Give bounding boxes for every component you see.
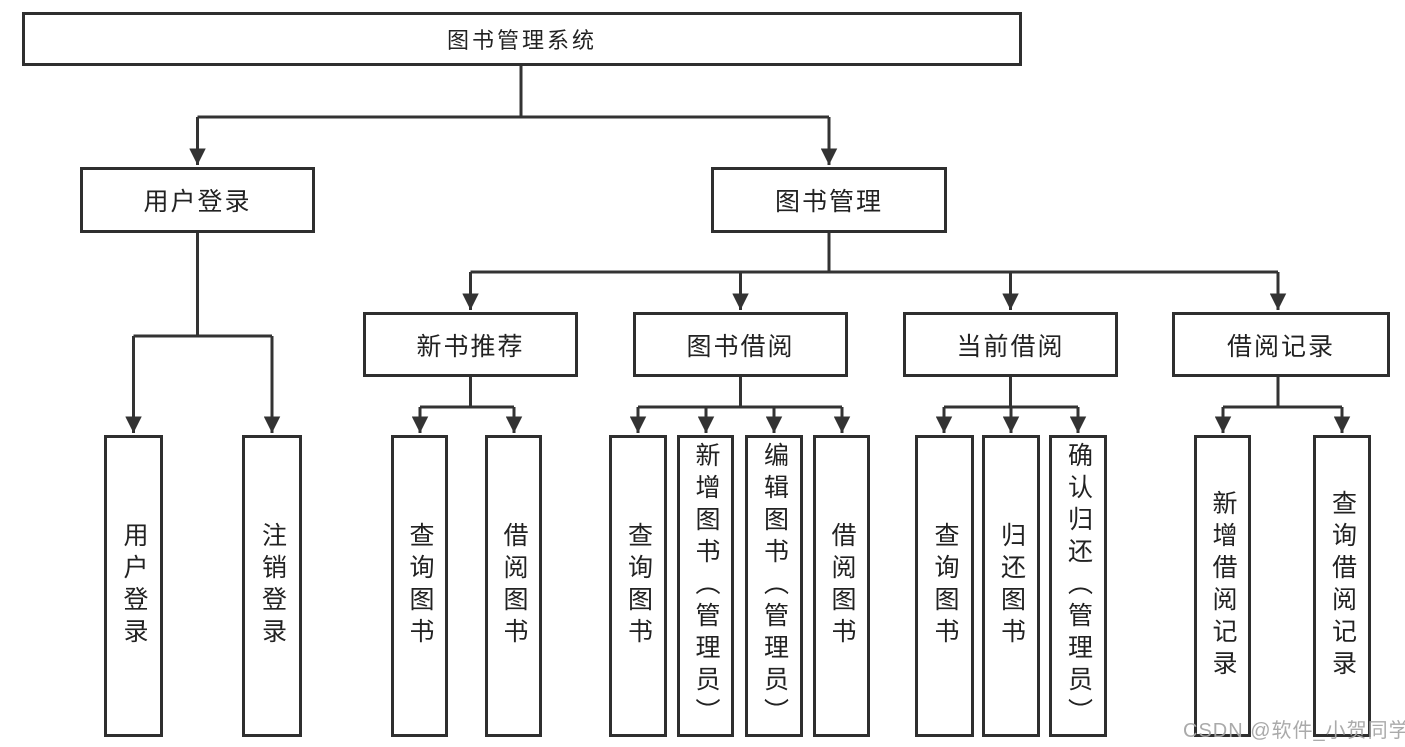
leaf-query-books-recommend: 查询图书 xyxy=(391,435,448,737)
node-borrow-records: 借阅记录 xyxy=(1172,312,1390,377)
node-current-borrow: 当前借阅 xyxy=(903,312,1118,377)
leaf-query-borrow-record: 查询借阅记录 xyxy=(1313,435,1371,737)
leaf-borrow-books: 借阅图书 xyxy=(813,435,870,737)
leaf-logout: 注销登录 xyxy=(242,435,302,737)
leaf-user-login: 用户登录 xyxy=(104,435,163,737)
leaf-return-books: 归还图书 xyxy=(982,435,1040,737)
leaf-add-book-admin: 新增图书（管理员） xyxy=(677,435,734,737)
node-book-borrow: 图书借阅 xyxy=(633,312,848,377)
leaf-borrow-books-recommend: 借阅图书 xyxy=(485,435,542,737)
leaf-edit-book-admin: 编辑图书（管理员） xyxy=(745,435,803,737)
leaf-query-books-borrow: 查询图书 xyxy=(609,435,667,737)
leaf-confirm-return-admin: 确认归还（管理员） xyxy=(1049,435,1107,737)
leaf-query-books-current: 查询图书 xyxy=(915,435,974,737)
node-new-book-recommend: 新书推荐 xyxy=(363,312,578,377)
watermark: CSDN @软件_小贺同学 xyxy=(1183,720,1405,742)
leaf-add-borrow-record: 新增借阅记录 xyxy=(1194,435,1251,737)
node-user-login: 用户登录 xyxy=(80,167,315,233)
node-book-management: 图书管理 xyxy=(711,167,947,233)
node-root: 图书管理系统 xyxy=(22,12,1022,66)
